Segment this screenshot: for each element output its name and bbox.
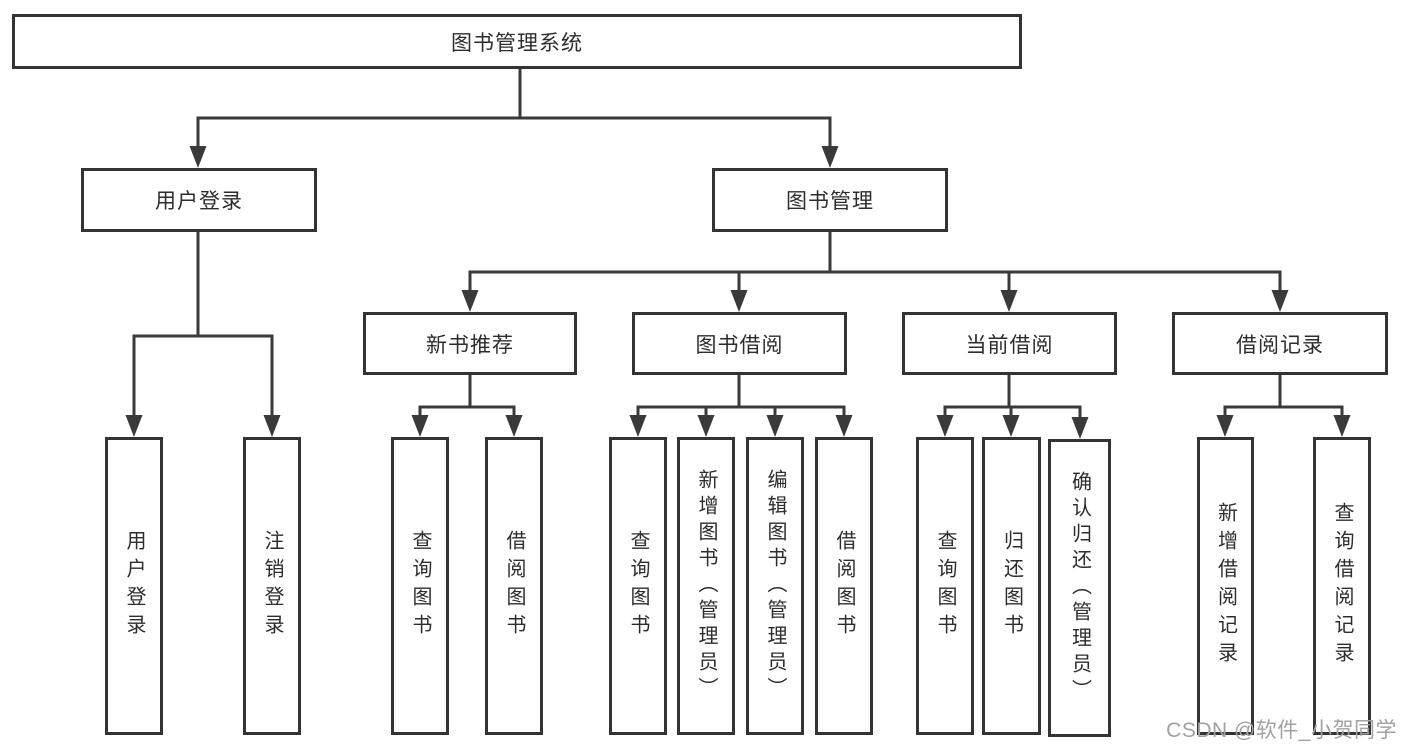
node-book-management: 图书管理	[712, 168, 948, 232]
csdn-watermark: CSDN @软件_小贺同学	[1166, 719, 1397, 742]
leaf-query-books-3: 查询图书	[916, 437, 974, 735]
node-borrow-records: 借阅记录	[1172, 312, 1388, 375]
leaf-logout: 注销登录	[243, 437, 301, 735]
leaf-query-borrow-record: 查询借阅记录	[1313, 437, 1371, 735]
leaf-query-books-2: 查询图书	[609, 437, 667, 735]
node-current-borrow: 当前借阅	[902, 312, 1117, 375]
leaf-query-books-1: 查询图书	[391, 437, 449, 735]
leaf-user-login: 用户登录	[105, 437, 163, 735]
leaf-borrow-books-2: 借阅图书	[815, 437, 873, 735]
leaf-return-books: 归还图书	[982, 437, 1041, 735]
node-user-login: 用户登录	[81, 168, 317, 232]
node-new-book-recommend: 新书推荐	[363, 312, 577, 375]
node-book-borrow: 图书借阅	[632, 312, 847, 375]
leaf-confirm-return-admin: 确认归还（管理员）	[1048, 439, 1111, 737]
node-root: 图书管理系统	[12, 14, 1022, 69]
leaf-add-borrow-record: 新增借阅记录	[1197, 437, 1254, 735]
leaf-edit-book-admin: 编辑图书（管理员）	[746, 437, 804, 735]
leaf-add-book-admin: 新增图书（管理员）	[677, 437, 735, 735]
leaf-borrow-books-1: 借阅图书	[485, 437, 543, 735]
